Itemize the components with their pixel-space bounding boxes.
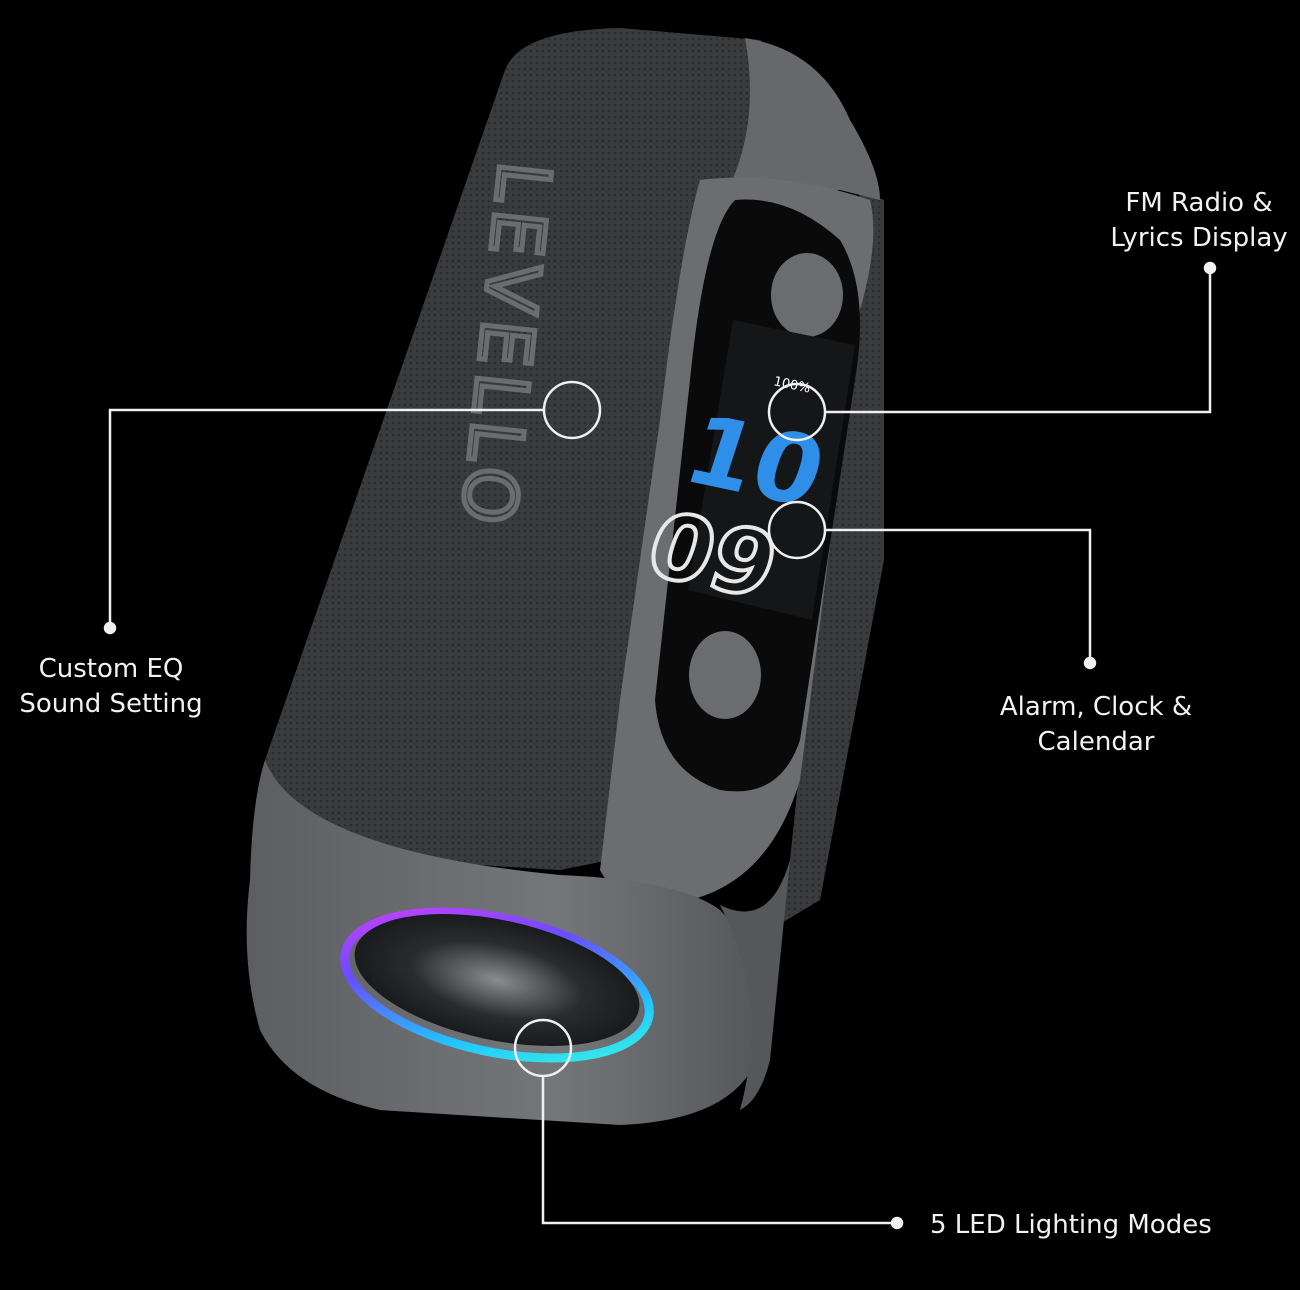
callout-fm-radio: FM Radio & Lyrics Display [1098, 186, 1300, 256]
bottom-control-button [689, 631, 761, 719]
led-ring [340, 907, 654, 1063]
top-control-button [771, 253, 843, 337]
callout-led-modes: 5 LED Lighting Modes [930, 1208, 1250, 1243]
callout-led-line [513, 1018, 904, 1230]
callout-alarm-line2: Calendar [1037, 727, 1155, 757]
callout-eq-line2: Sound Setting [19, 689, 203, 719]
display-screen [688, 320, 855, 620]
end-cap-edge [720, 860, 790, 1110]
callout-fm-line1: FM Radio & [1125, 188, 1273, 218]
callout-alarm-line1: Alarm, Clock & [999, 692, 1193, 722]
callout-custom-eq: Custom EQ Sound Setting [0, 652, 222, 722]
callout-eq-line1: Custom EQ [38, 654, 184, 684]
callout-fm-line [767, 261, 1217, 442]
callout-led-line1: 5 LED Lighting Modes [930, 1210, 1212, 1240]
callout-alarm-clock: Alarm, Clock & Calendar [985, 690, 1207, 760]
callout-fm-line2: Lyrics Display [1110, 223, 1288, 253]
speaker-frame [730, 38, 880, 200]
metal-cap [354, 914, 640, 1046]
callout-eq-line [103, 380, 602, 635]
callout-alarm-line [767, 500, 1097, 670]
